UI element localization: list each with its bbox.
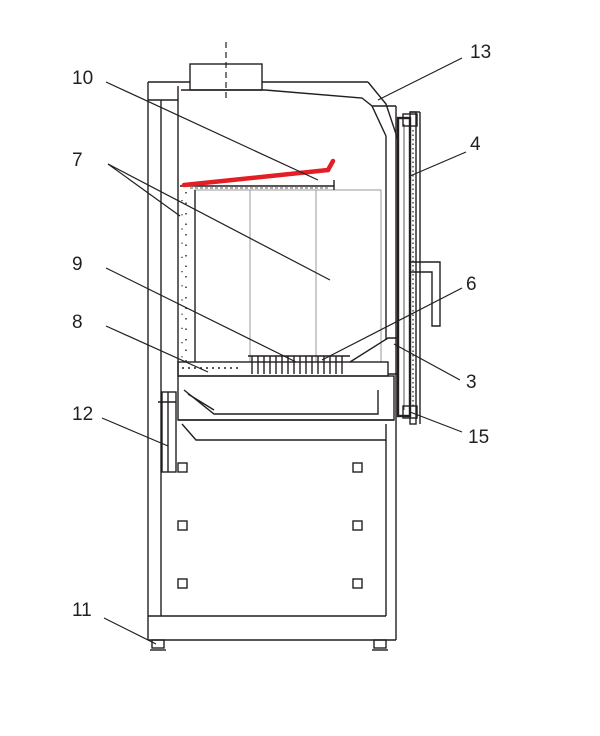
grate <box>177 337 399 377</box>
callout-13: 13 <box>470 42 491 63</box>
callout-15: 15 <box>468 427 489 448</box>
callout-9: 9 <box>72 254 83 275</box>
callout-10: 10 <box>72 68 93 89</box>
door-handle <box>409 261 441 327</box>
air-lever <box>158 391 177 473</box>
stove-body <box>147 63 399 641</box>
adjustable-feet <box>150 639 388 651</box>
callout-6: 6 <box>466 274 477 295</box>
door <box>396 111 421 425</box>
callout-7: 7 <box>72 150 83 171</box>
callout-4: 4 <box>470 134 481 155</box>
callout-12: 12 <box>72 404 93 425</box>
cabinet-bolts <box>177 462 363 589</box>
ash-pan <box>177 375 395 441</box>
callout-11: 11 <box>72 600 92 621</box>
leader-lines <box>101 57 467 645</box>
callout-3: 3 <box>466 372 477 393</box>
callout-8: 8 <box>72 312 83 333</box>
baffle-plate <box>181 158 336 189</box>
grate-bars <box>248 355 350 374</box>
firebox-lining <box>180 180 382 363</box>
